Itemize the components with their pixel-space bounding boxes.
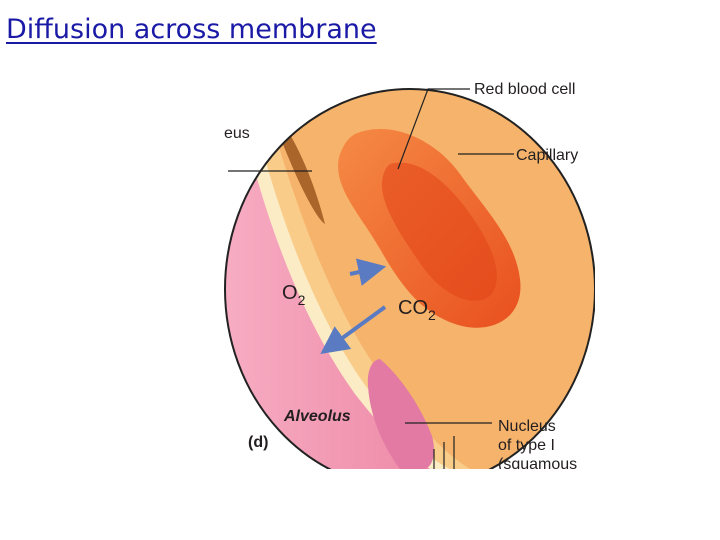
panel-label: (d) [248,434,268,451]
alveolus-label: Alveolus [283,408,351,425]
co2-arrow [320,305,387,355]
type-one-cell-nucleus [367,359,434,469]
alveolus-region [225,114,430,469]
figure-outline [224,88,595,469]
nucleus-label-line2: of type I [498,437,555,454]
slide-title: Diffusion across membrane [6,14,377,45]
nucleus-label-line1: Nucleus [498,418,556,435]
o2-label: O2 [282,282,306,308]
capillary-label: Capillary [516,147,578,164]
alveolar-capillary-figure: O2 CO2 Red blood cell Capillary Nucleus … [220,74,595,469]
capillary-wall [255,134,470,469]
red-blood-cell-center [381,162,497,301]
crop-edge-marks [433,436,455,469]
co2-label: CO2 [398,297,436,323]
cropped-label: eus [224,125,250,142]
rbc-leader-line [397,88,470,170]
o2-arrow [349,258,387,286]
nucleus-label-line3: (squamous [498,456,577,469]
red-blood-cell-label: Red blood cell [474,81,575,98]
